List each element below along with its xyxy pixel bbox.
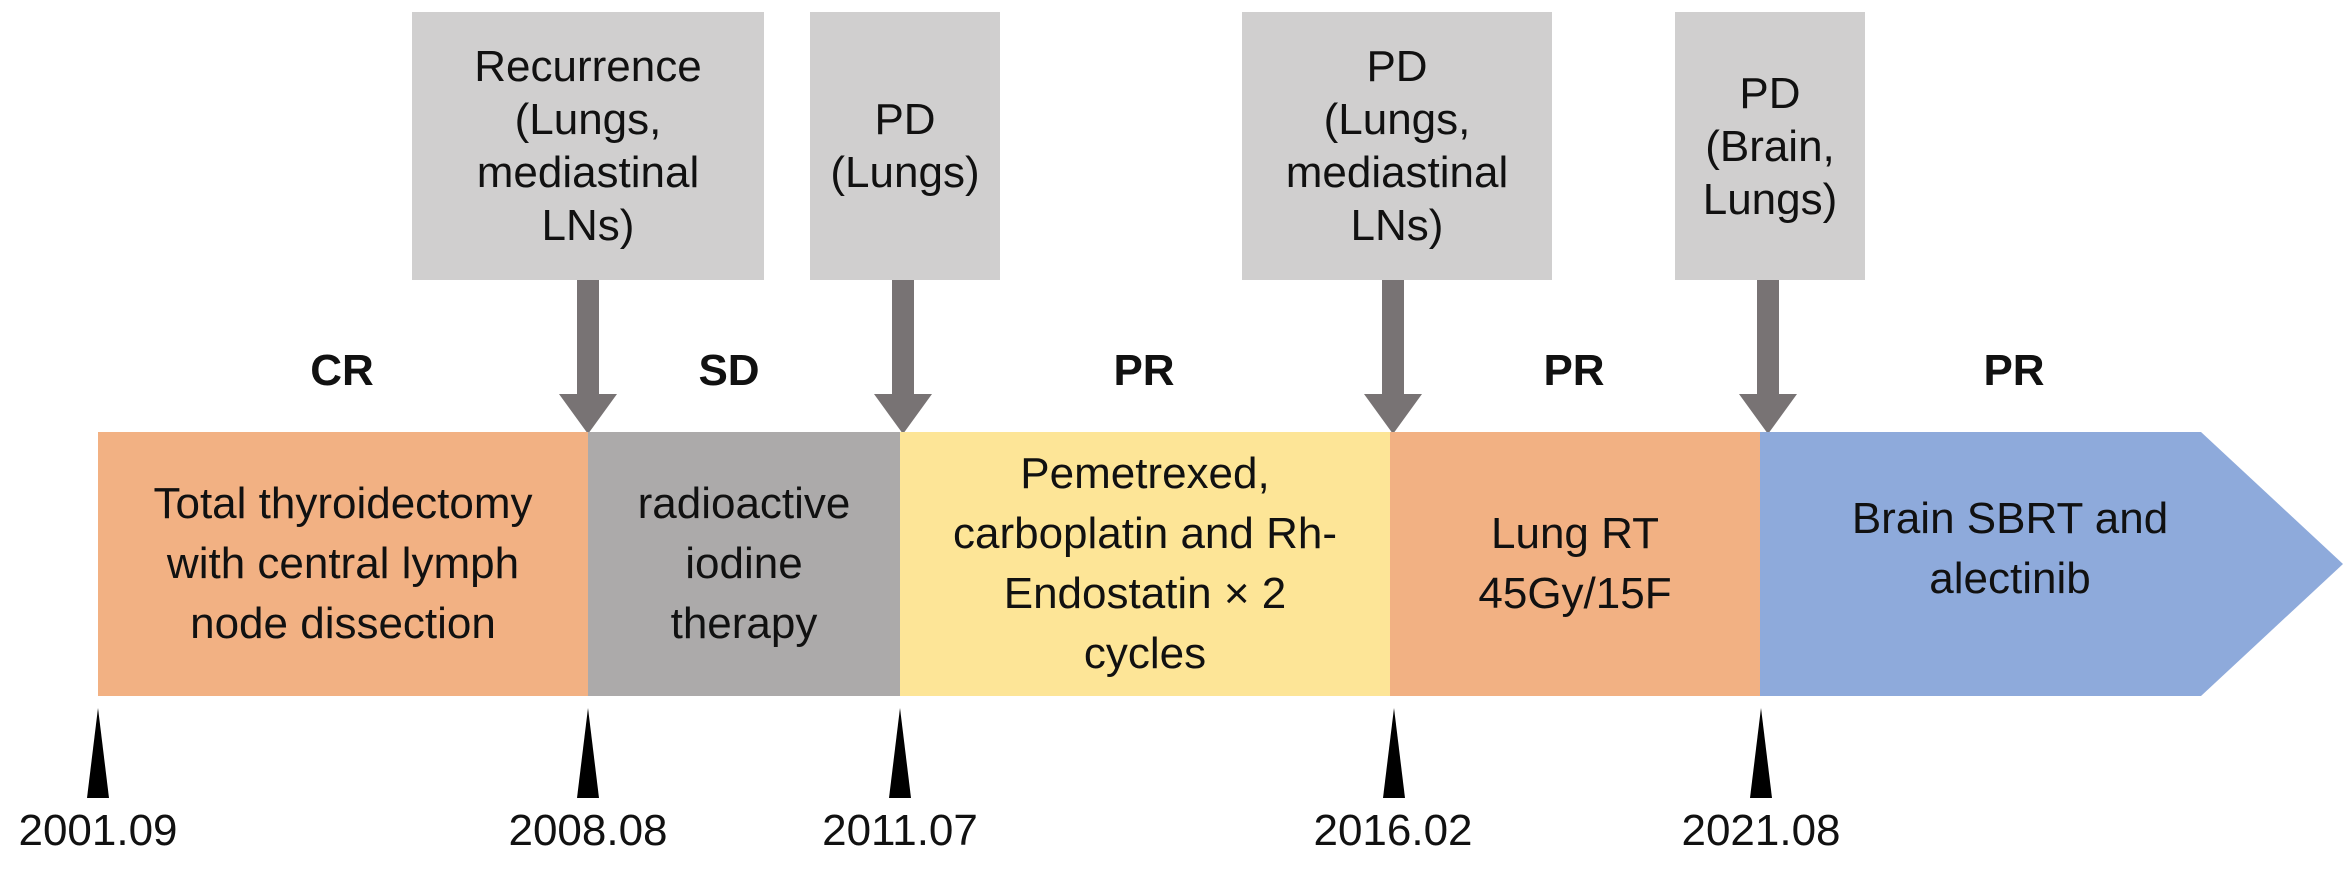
arrow-down-icon	[1739, 394, 1797, 434]
date-label-2008-08: 2008.08	[508, 806, 668, 855]
date-label-2011-07: 2011.07	[822, 806, 978, 855]
arrow-shaft-2	[892, 280, 914, 396]
response-label-pr-1: PR	[1113, 346, 1175, 395]
date-label-2016-02: 2016.02	[1313, 806, 1473, 855]
timeline-tick-4	[1383, 708, 1405, 798]
arrow-down-icon	[1364, 394, 1422, 434]
timeline-tick-5	[1750, 708, 1772, 798]
phase-brain-sbrt-label: Brain SBRT and alectinib	[1851, 494, 2169, 603]
event-box-recurrence: Recurrence (Lungs, mediastinal LNs)	[412, 12, 764, 280]
arrow-shaft-3	[1382, 280, 1404, 396]
date-label-2001-09: 2001.09	[18, 806, 178, 855]
phase-radioactive-iodine-label: radioactive iodine therapy	[637, 479, 851, 648]
phase-brain-sbrt-shape	[1760, 432, 2343, 696]
phase-chemotherapy: Pemetrexed, carboplatin and Rh- Endostat…	[900, 432, 1390, 696]
event-box-pd-lungs-mediastinal: PD (Lungs, mediastinal LNs)	[1242, 12, 1552, 280]
timeline-tick-1	[87, 708, 109, 798]
phase-surgery: Total thyroidectomy with central lymph n…	[98, 432, 588, 696]
response-label-pr-2: PR	[1543, 346, 1605, 395]
arrow-shaft-4	[1757, 280, 1779, 396]
arrow-down-icon	[559, 394, 617, 434]
phase-lung-rt: Lung RT 45Gy/15F	[1390, 432, 1760, 696]
arrow-shaft-1	[577, 280, 599, 396]
date-label-2021-08: 2021.08	[1681, 806, 1841, 855]
timeline-tick-2	[577, 708, 599, 798]
timeline-tick-3	[889, 708, 911, 798]
phase-chemotherapy-label: Pemetrexed, carboplatin and Rh- Endostat…	[952, 449, 1337, 678]
phase-surgery-label: Total thyroidectomy with central lymph n…	[153, 479, 533, 648]
response-label-cr: CR	[310, 346, 374, 395]
phase-radioactive-iodine: radioactive iodine therapy	[588, 432, 900, 696]
event-box-pd-lungs: PD (Lungs)	[810, 12, 1000, 280]
phase-brain-sbrt: Brain SBRT and alectinib	[1760, 432, 2260, 696]
response-label-sd: SD	[698, 346, 760, 395]
phase-lung-rt-label: Lung RT 45Gy/15F	[1478, 509, 1672, 618]
phase-brain-sbrt-arrow	[1760, 432, 2343, 696]
response-label-pr-3: PR	[1983, 346, 2045, 395]
arrow-down-icon	[874, 394, 932, 434]
event-box-pd-brain-lungs: PD (Brain, Lungs)	[1675, 12, 1865, 280]
